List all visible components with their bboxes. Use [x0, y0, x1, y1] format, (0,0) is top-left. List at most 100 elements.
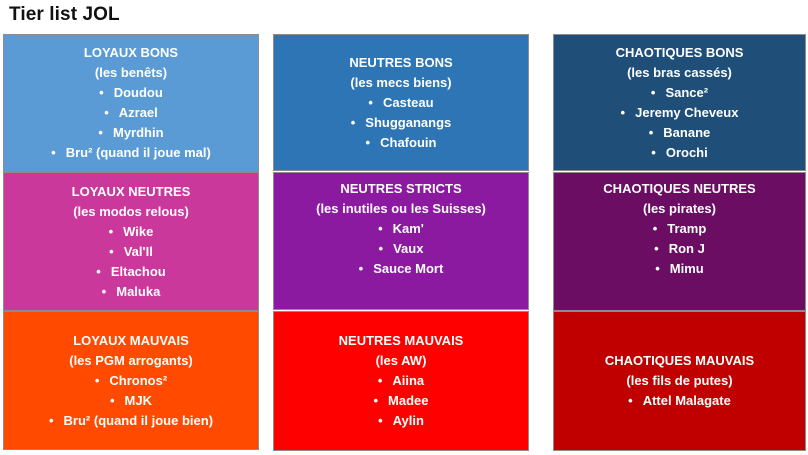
cell-title: LOYAUX MAUVAIS: [73, 332, 189, 348]
member-list: • Doudou •Azrael • Myrdhin • Bru² (quand il jo…: [51, 83, 211, 163]
member-list: •Aiina•Madee•Aylin: [373, 371, 428, 431]
member-name: Tramp: [667, 221, 707, 236]
bullet-icon: •: [373, 393, 379, 408]
bullet-icon: •: [358, 261, 364, 276]
bullet-icon: •: [377, 373, 383, 388]
list-item: •Vaux: [359, 239, 444, 259]
member-name: Doudou: [113, 85, 163, 100]
list-item: • Aylin: [373, 411, 428, 431]
member-name: Chronos²: [109, 372, 168, 388]
member-name: Bru² (quand il joue bien): [63, 412, 214, 428]
member-list: •Casteau•Shugganangs•Chafouin: [351, 93, 452, 153]
list-item: • Madee: [373, 391, 428, 411]
cell-title: NEUTRES STRICTS: [340, 181, 462, 196]
list-item: • Bru² (quand il joue mal): [51, 143, 211, 163]
member-name: Aylin: [392, 413, 424, 428]
member-name: Mimu: [669, 261, 704, 276]
cell-chaotiques-mauvais: CHAOTIQUES MAUVAIS (les fils de putes) •…: [553, 311, 806, 451]
list-item: • MJK: [49, 391, 213, 411]
bullet-icon: •: [94, 372, 100, 388]
bullet-icon: •: [378, 413, 383, 428]
member-name: Bru² (quand il joue mal): [65, 145, 211, 160]
list-item: •Attel Malagate: [628, 391, 731, 411]
cell-chaotiques-neutres: CHAOTIQUES NEUTRES (les pirates) •Tramp•…: [553, 172, 806, 311]
bullet-icon: •: [96, 263, 101, 279]
member-list: •Sance²•Jeremy Cheveux•Banane•Orochi: [621, 83, 739, 163]
cell-subtitle: (les inutiles ou les Suisses): [316, 201, 486, 216]
member-list: •Attel Malagate: [628, 391, 731, 411]
list-item: •Jeremy Cheveux: [621, 103, 739, 123]
cell-title: NEUTRES MAUVAIS: [338, 333, 464, 348]
list-item: •Aiina: [373, 371, 428, 391]
list-item: •Banane: [621, 123, 739, 143]
list-item: • Mimu: [653, 259, 707, 279]
bullet-icon: •: [98, 125, 103, 140]
bullet-icon: •: [101, 283, 107, 299]
cell-subtitle: (les benêts): [94, 65, 168, 80]
member-name: Vaux: [393, 241, 424, 256]
bullet-icon: •: [48, 412, 54, 428]
member-name: Eltachou: [110, 263, 166, 279]
list-item: • Orochi: [621, 143, 739, 163]
member-list: • Chronos² • MJK • Bru² (quand il joue bien): [49, 371, 213, 431]
member-name: Jeremy Cheveux: [635, 104, 739, 120]
list-item: • Bru² (quand il joue bien): [49, 411, 213, 431]
cell-subtitle: (les PGM arrogants): [69, 352, 193, 368]
cell-subtitle: (les modos relous): [73, 203, 189, 219]
bullet-icon: •: [109, 243, 114, 259]
bullet-icon: •: [109, 392, 115, 408]
member-name: Maluka: [116, 283, 161, 299]
member-name: Orochi: [665, 144, 708, 160]
list-item: •Sance²: [621, 83, 739, 103]
member-name: Azrael: [118, 105, 158, 120]
bullet-icon: •: [99, 85, 104, 100]
cell-subtitle: (les bras cassés): [627, 64, 732, 80]
cell-neutres-bons: NEUTRES BONS (les mecs biens) •Casteau•S…: [273, 34, 529, 171]
list-item: •Wike: [96, 222, 165, 242]
list-item: • Doudou: [51, 83, 211, 103]
cell-loyaux-bons: LOYAUX BONS (les benêts) •Doudou•Azrael•…: [3, 34, 259, 172]
list-item: • Val'Il: [96, 242, 165, 262]
member-name: Sauce Mort: [373, 261, 444, 276]
member-name: Attel Malagate: [642, 393, 731, 408]
bullet-icon: •: [51, 145, 56, 160]
cell-title: CHAOTIQUES NEUTRES: [603, 181, 756, 196]
cell-subtitle: (les mecs biens): [350, 74, 452, 90]
list-item: • Myrdhin: [51, 123, 211, 143]
list-item: •Casteau: [351, 93, 452, 113]
bullet-icon: •: [650, 84, 656, 100]
member-name: Kam': [392, 221, 424, 236]
list-item: • Kam': [359, 219, 444, 239]
cell-title: NEUTRES BONS: [349, 54, 453, 70]
list-item: • Ron J: [653, 239, 707, 259]
bullet-icon: •: [651, 144, 656, 160]
list-item: •Tramp: [653, 219, 707, 239]
list-item: • Eltachou: [96, 262, 165, 282]
list-item: •Azrael: [51, 103, 211, 123]
list-item: • Chafouin: [351, 133, 452, 153]
member-name: Madee: [388, 393, 429, 408]
member-name: Val'Il: [123, 243, 153, 259]
cell-subtitle: (les pirates): [643, 201, 716, 216]
cell-subtitle: (les fils de putes): [626, 373, 733, 388]
member-list: •Wike•Val'Il•Eltachou•Maluka: [96, 222, 165, 302]
bullet-icon: •: [655, 261, 660, 276]
member-name: Chafouin: [380, 134, 437, 150]
cell-title: CHAOTIQUES BONS: [615, 44, 744, 60]
bullet-icon: •: [648, 124, 654, 140]
member-name: Myrdhin: [112, 125, 164, 140]
member-name: Ron J: [668, 241, 705, 256]
cell-neutres-mauvais: NEUTRES MAUVAIS (les AW) •Aiina•Madee•Ay…: [273, 311, 529, 451]
member-list: • Kam' •Vaux • Sauce Mort: [359, 219, 444, 279]
member-name: MJK: [124, 392, 152, 408]
cell-loyaux-neutres: LOYAUX NEUTRES (les modos relous) •Wike•…: [3, 172, 259, 311]
cell-chaotiques-bons: CHAOTIQUES BONS (les bras cassés) •Sance…: [553, 34, 806, 171]
bullet-icon: •: [654, 241, 659, 256]
list-item: • Chronos²: [49, 371, 213, 391]
list-item: • Sauce Mort: [359, 259, 444, 279]
cell-title: LOYAUX NEUTRES: [71, 183, 191, 199]
bullet-icon: •: [378, 221, 383, 236]
member-name: Wike: [123, 223, 154, 239]
bullet-icon: •: [365, 134, 371, 150]
cell-subtitle: (les AW): [375, 353, 427, 368]
